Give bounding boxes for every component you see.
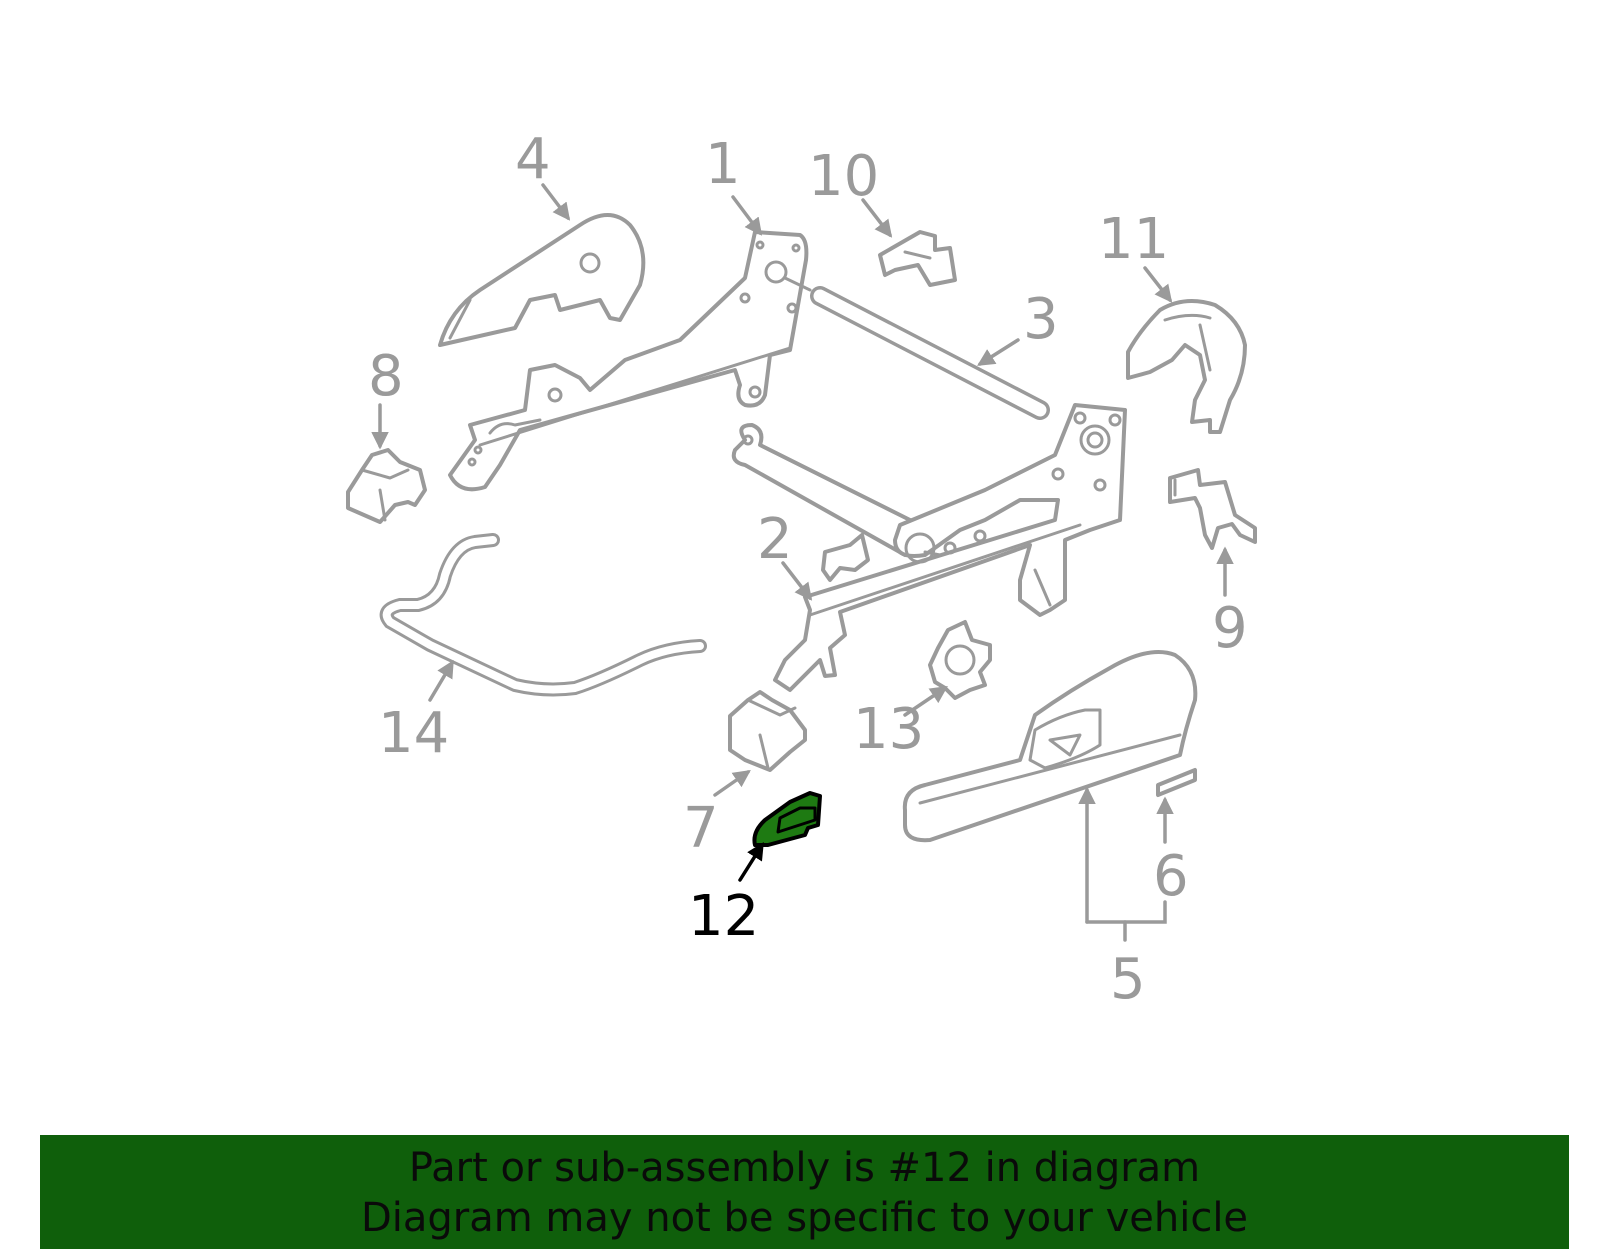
part-1-track-left [448, 230, 812, 492]
info-banner: Part or sub-assembly is #12 in diagram D… [40, 1135, 1569, 1249]
part-14-cable [379, 533, 707, 697]
callout-13: 13 [853, 697, 924, 762]
callout-11: 11 [1098, 207, 1169, 272]
callout-6: 6 [1153, 844, 1189, 909]
callout-5: 5 [1110, 947, 1146, 1012]
part-5-shield [902, 650, 1198, 843]
callout-9: 9 [1212, 596, 1248, 661]
callout-7: 7 [683, 796, 719, 861]
callout-3: 3 [1023, 287, 1059, 352]
callout-2: 2 [757, 507, 793, 572]
part-7-block [728, 690, 807, 772]
banner-line-disclaimer: Diagram may not be specific to your vehi… [360, 1195, 1249, 1241]
leader-lines [371, 183, 1234, 942]
part-4-cover [438, 213, 646, 347]
callout-8: 8 [368, 344, 404, 409]
callout-labels: 4 1 10 11 3 8 2 9 14 13 7 6 12 5 [368, 127, 1248, 1012]
part-10-bracket [878, 230, 957, 287]
banner-line-part-number: Part or sub-assembly is #12 in diagram [408, 1145, 1201, 1191]
part-3-rod [810, 286, 1050, 420]
part-8-block [346, 448, 427, 524]
part-12-handle-highlighted [752, 791, 822, 847]
part-2-track-right [731, 403, 1127, 692]
callout-12: 12 [688, 884, 759, 949]
part-13-knob [928, 620, 992, 700]
callout-10: 10 [808, 144, 879, 209]
part-9-bracket [1168, 468, 1257, 550]
part-11-cover [1126, 299, 1247, 434]
callout-1: 1 [705, 132, 741, 197]
callout-4: 4 [515, 127, 551, 192]
part-6-clip [1156, 768, 1197, 797]
callout-14: 14 [378, 701, 449, 766]
